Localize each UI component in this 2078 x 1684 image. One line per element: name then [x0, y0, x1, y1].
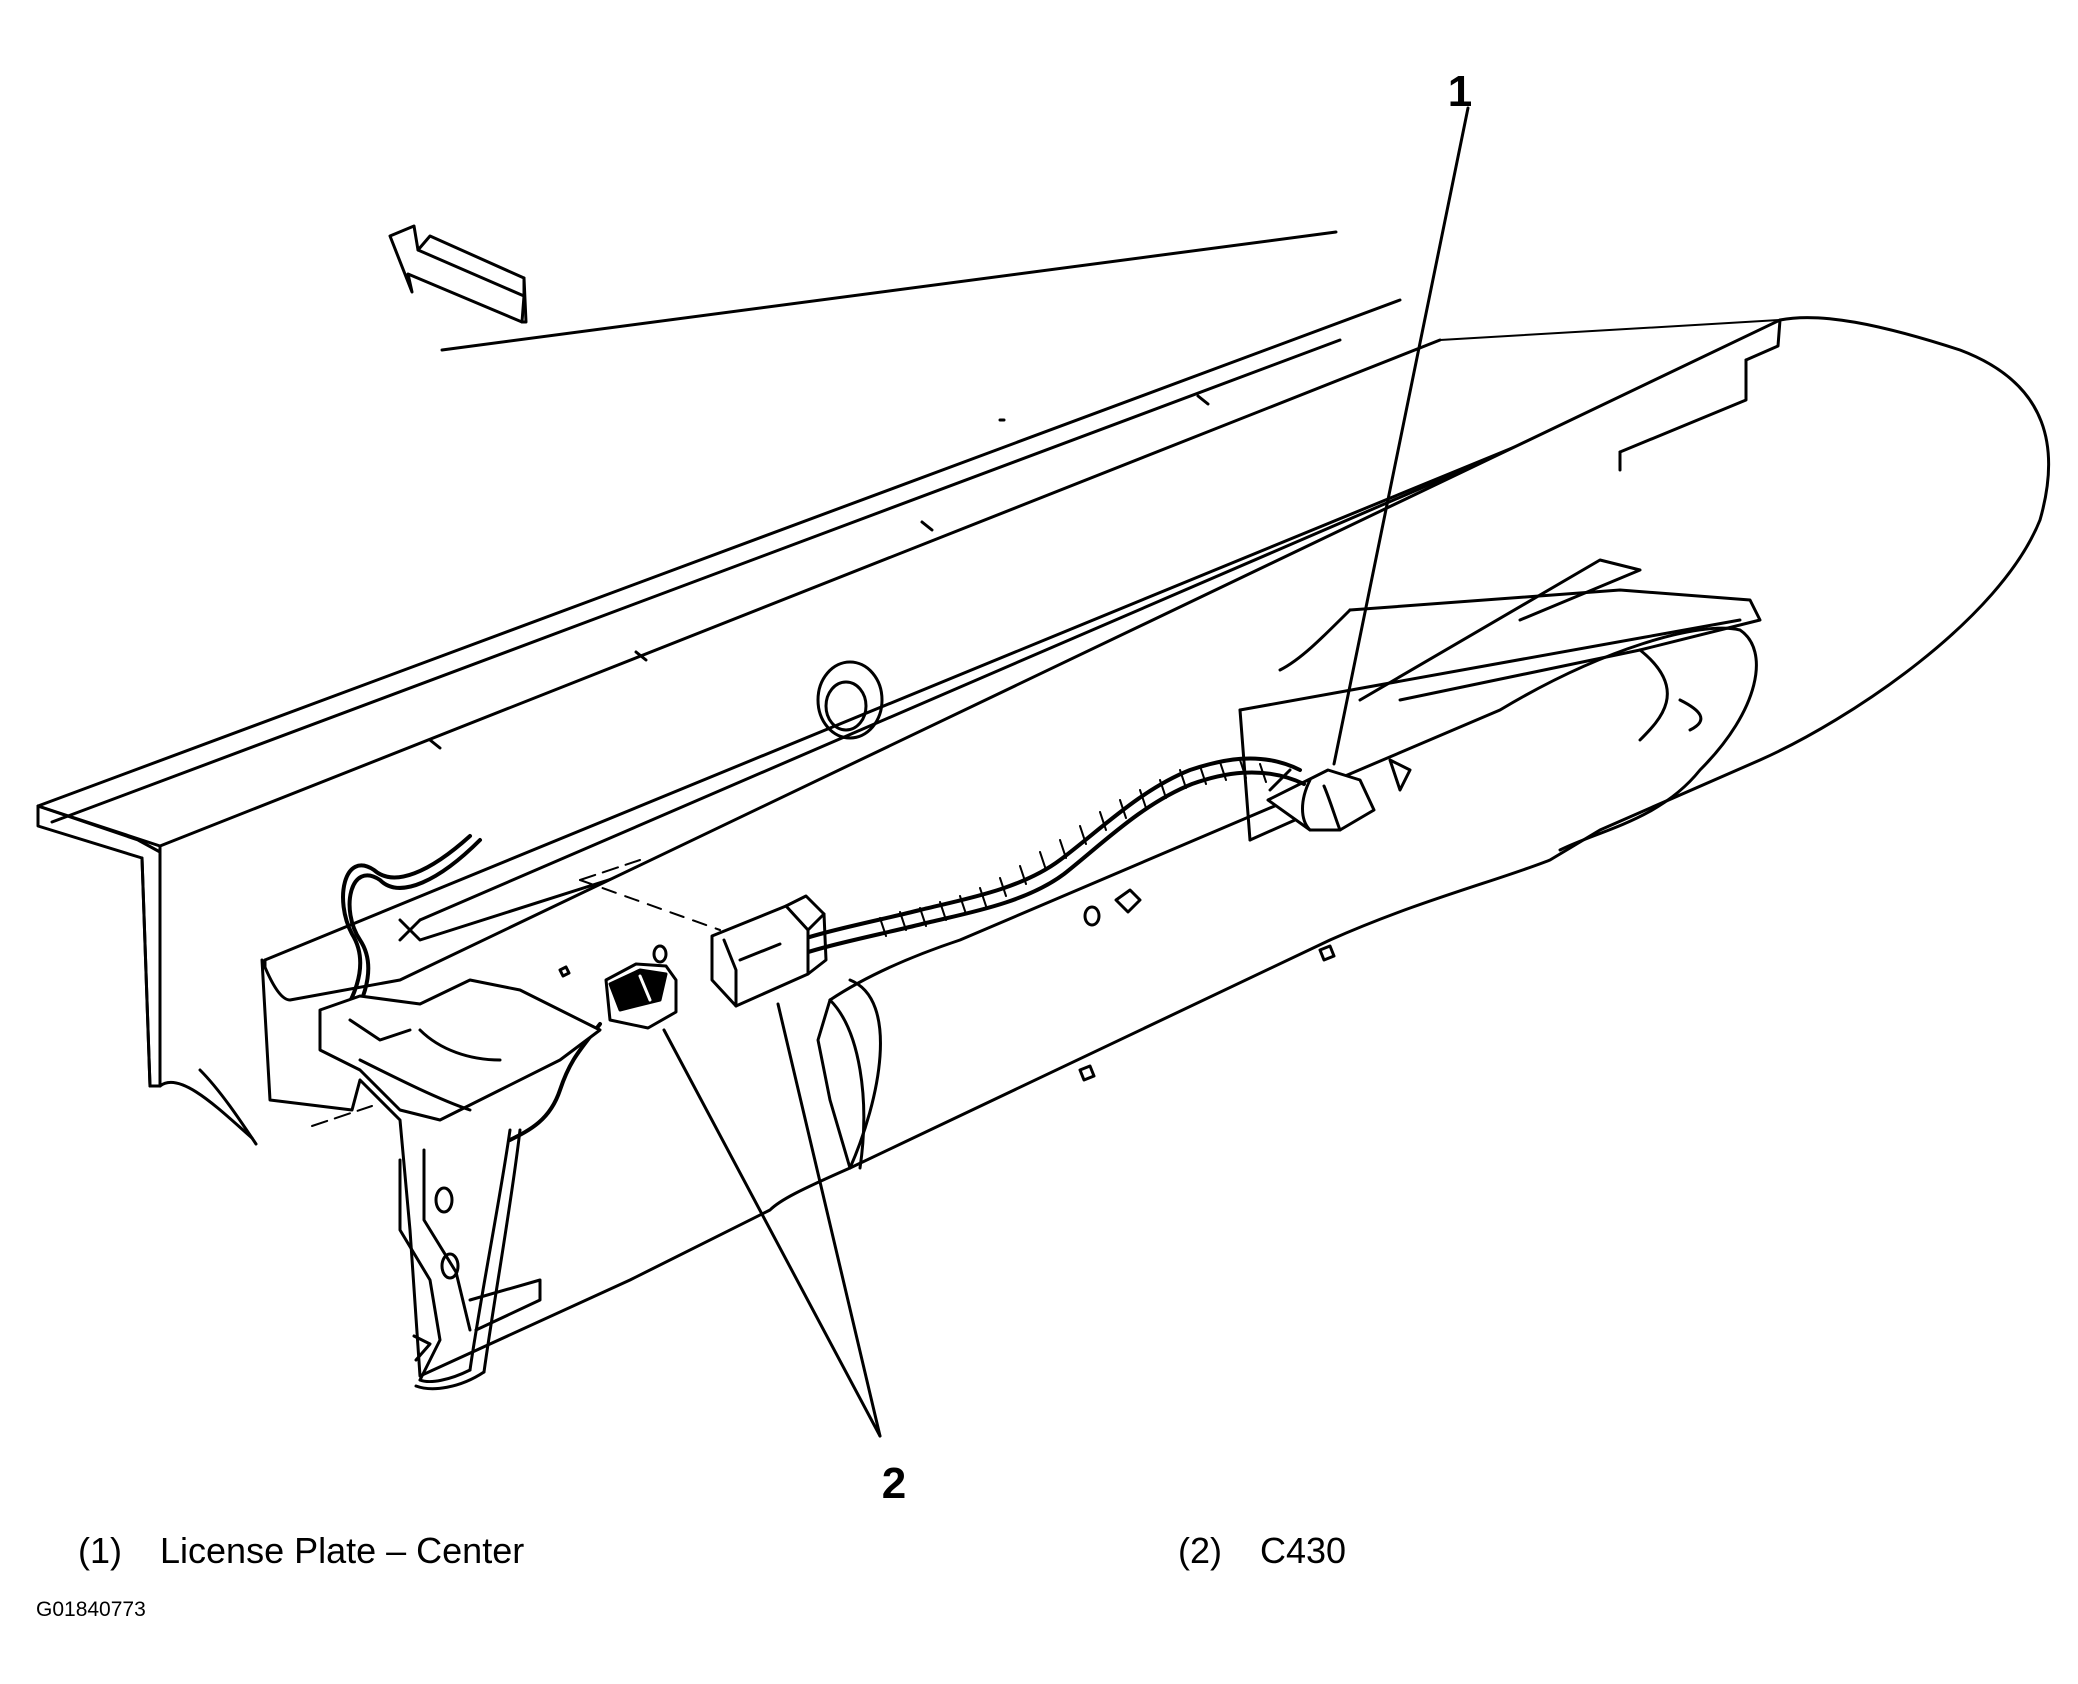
legend-label: License Plate – Center: [160, 1530, 525, 1571]
legend-number: (1): [78, 1530, 122, 1571]
license-plate-lamp: [1266, 758, 1412, 832]
callout-1: 1: [1448, 67, 1472, 116]
legend-item-license-plate: (1) License Plate – Center: [78, 1530, 524, 1572]
plug-hole: [816, 660, 884, 740]
alignment-lines: [311, 859, 721, 1127]
upper-panel: [36, 230, 1442, 1146]
legend-item-c430: (2) C430: [1178, 1530, 1346, 1572]
connector-c430-female: [604, 962, 678, 1030]
harness-wrap: [879, 759, 1267, 937]
leader-2b: [776, 1002, 882, 1438]
leader-1: [1332, 106, 1470, 766]
connector-c430-male: [710, 894, 828, 1008]
leader-lines: [662, 106, 1470, 1438]
legend-number: (2): [1178, 1530, 1222, 1571]
figure-id: G01840773: [36, 1598, 146, 1621]
callout-2: 2: [882, 1459, 906, 1508]
fascia-fasteners: [558, 888, 1336, 1082]
legend-label: C430: [1260, 1530, 1347, 1571]
leader-2a: [662, 1028, 882, 1438]
mounting-bracket: [318, 978, 602, 1391]
arrow-icon: [388, 224, 528, 324]
retainer-pins: [428, 394, 1210, 750]
bumper-fascia: [260, 316, 2051, 1378]
